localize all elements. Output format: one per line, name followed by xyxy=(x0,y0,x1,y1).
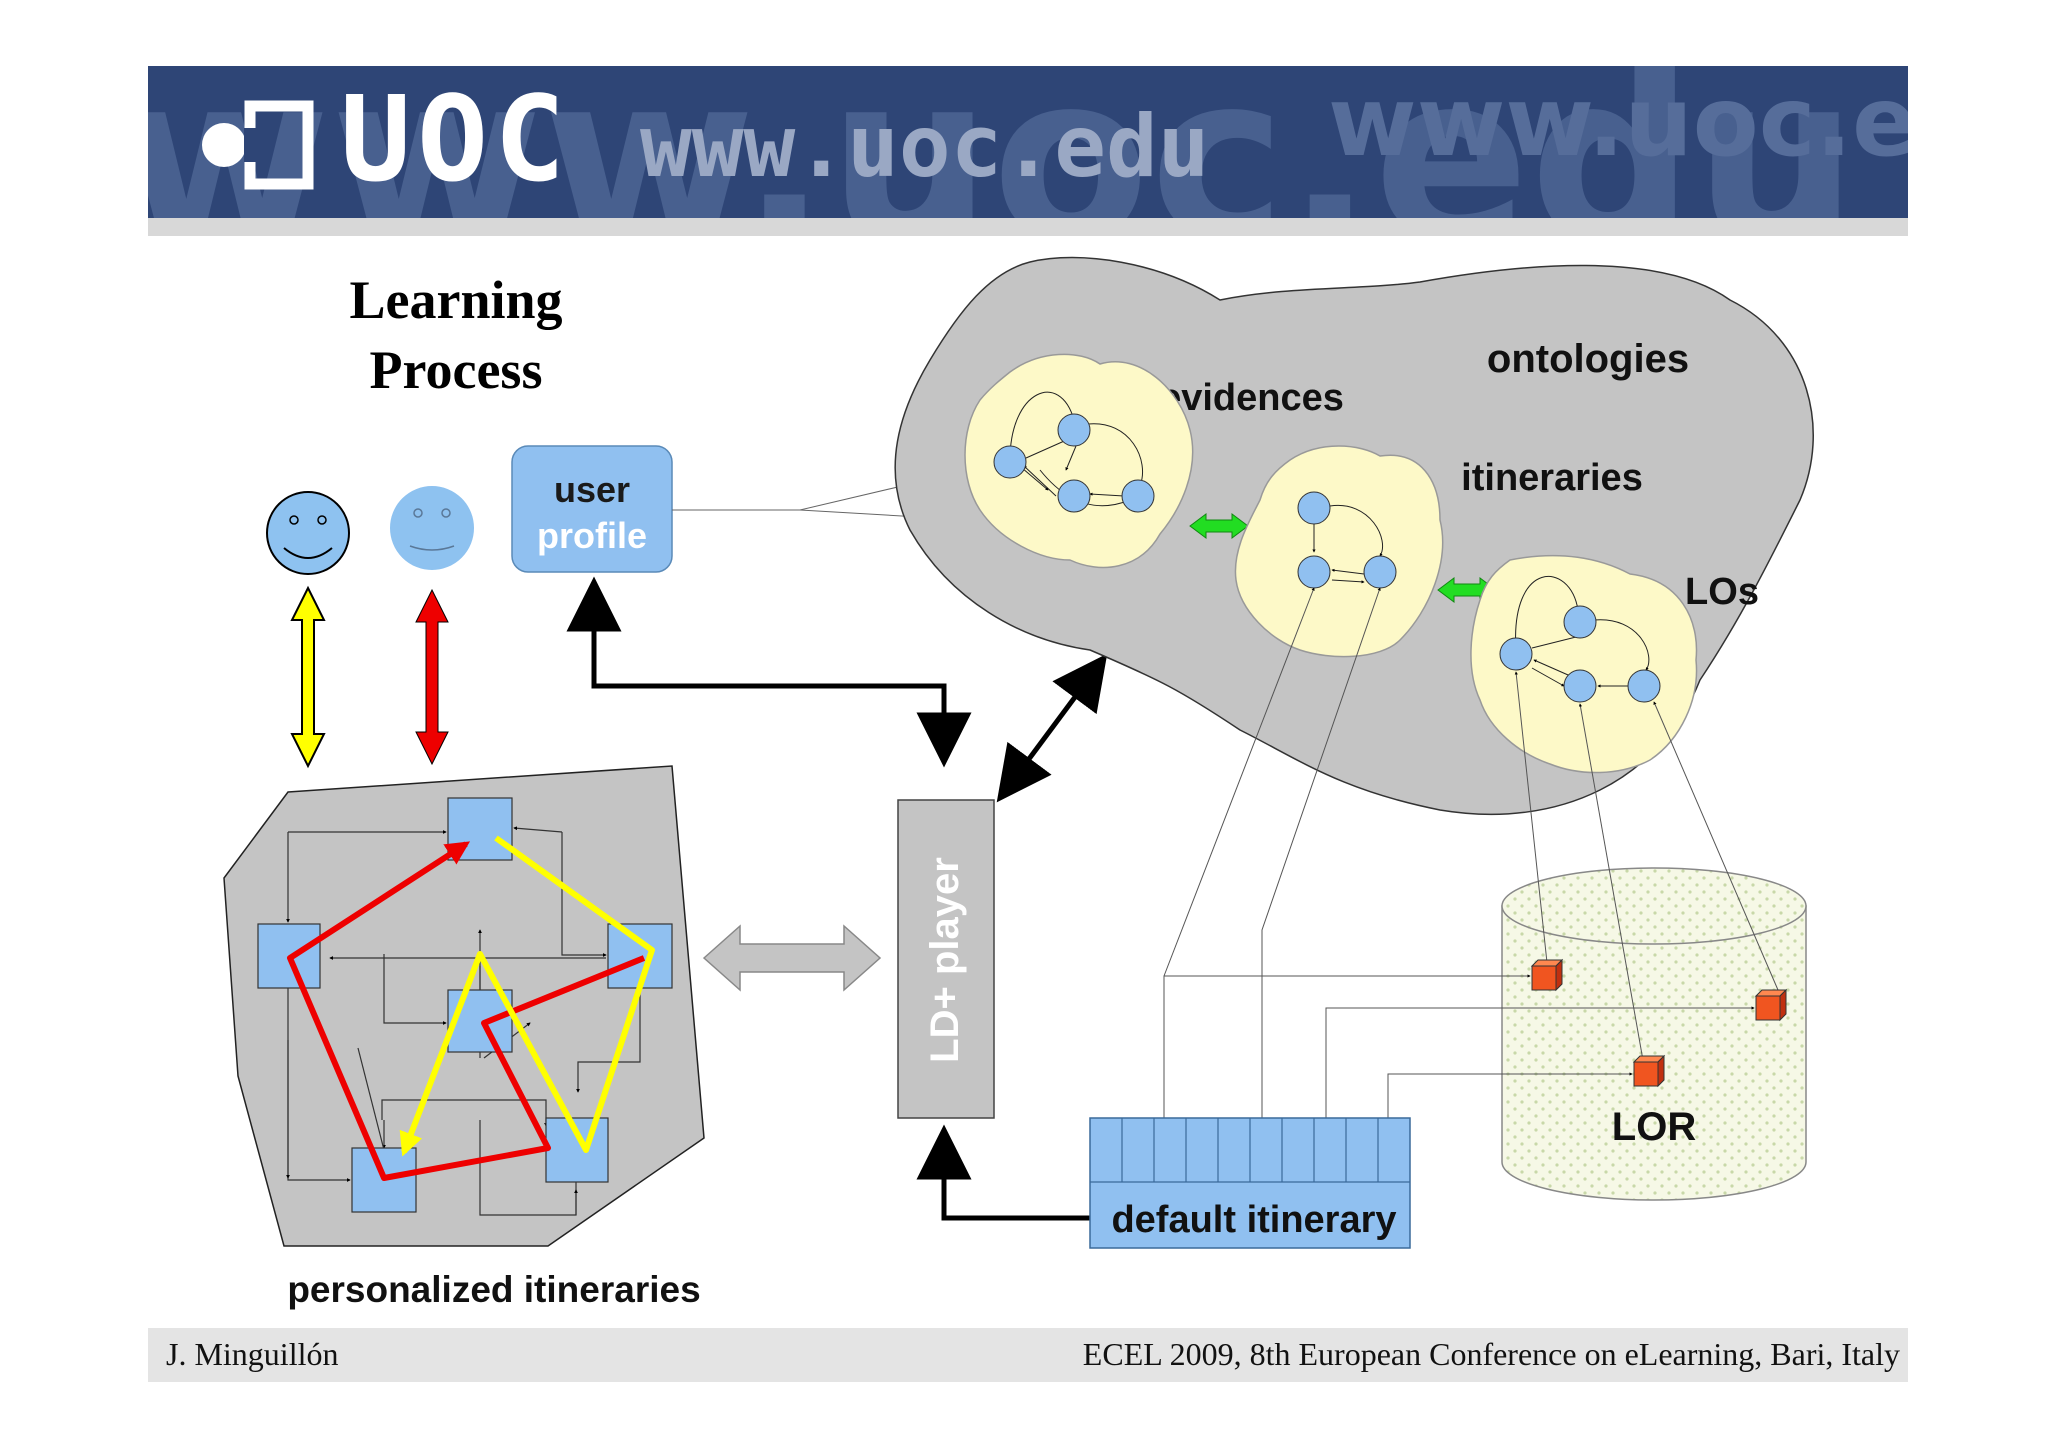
uoc-logo-text: UOC xyxy=(340,70,572,208)
lor-label: LOR xyxy=(1612,1105,1697,1149)
default-itinerary-label: default itinerary xyxy=(1111,1199,1396,1241)
user-profile-box xyxy=(511,445,673,573)
watermark-text: www.uoc.edu xyxy=(148,66,1858,218)
red-double-arrow xyxy=(415,588,449,766)
los-blob xyxy=(1470,554,1698,774)
lo-cube-1 xyxy=(1530,958,1564,992)
footer-bar xyxy=(148,1328,1908,1382)
player-profile-connector xyxy=(566,576,972,768)
evidences-blob xyxy=(964,353,1194,569)
lo-cube-2 xyxy=(1754,988,1788,1022)
ld-player-box xyxy=(897,799,995,1119)
lor-repository xyxy=(1501,867,1807,1201)
reference-lines xyxy=(1163,587,1779,1118)
user-profile-label-1: user xyxy=(554,469,630,510)
watermark-text-small: www.uoc.edu xyxy=(1328,66,1908,178)
personalized-itineraries-label: personalized itineraries xyxy=(287,1269,700,1310)
lo-cube-3 xyxy=(1632,1054,1666,1088)
evidences-label: evidences xyxy=(1160,377,1344,419)
player-cloud-connector xyxy=(996,653,1108,803)
default-itinerary-to-player xyxy=(916,1124,1090,1221)
title-line-2: Process xyxy=(370,340,543,400)
yellow-learning-path xyxy=(399,835,655,1157)
evidence-nodes xyxy=(993,413,1155,513)
lo-nodes xyxy=(1499,605,1661,703)
itineraries-label: itineraries xyxy=(1461,457,1643,499)
uoc-logo-icon xyxy=(202,100,314,190)
ontologies-label: ontologies xyxy=(1487,337,1689,381)
footer-conference: ECEL 2009, 8th European Conference on eL… xyxy=(1082,1336,1900,1372)
banner-shadow xyxy=(148,218,1908,236)
smiley-face-icon xyxy=(266,491,350,575)
ld-player-label: LD+ player xyxy=(923,857,967,1063)
itinerary-node-center xyxy=(447,989,513,1053)
default-itinerary-box xyxy=(1089,1117,1411,1249)
uoc-url: www.uoc.edu xyxy=(640,97,1210,197)
itinerary-nodes xyxy=(257,797,673,1213)
title-line-1: Learning xyxy=(349,270,562,330)
uoc-header-banner: www.uoc.edu www.uoc.edu xyxy=(148,66,1908,218)
los-label: LOs xyxy=(1685,571,1759,613)
user-profile-label-2: profile xyxy=(537,515,647,556)
footer-author: J. Minguillón xyxy=(166,1336,339,1372)
neutral-face-icon xyxy=(390,486,474,570)
yellow-double-arrow xyxy=(290,585,326,769)
itineraries-blob xyxy=(1234,445,1444,658)
gray-double-arrow xyxy=(702,924,882,992)
